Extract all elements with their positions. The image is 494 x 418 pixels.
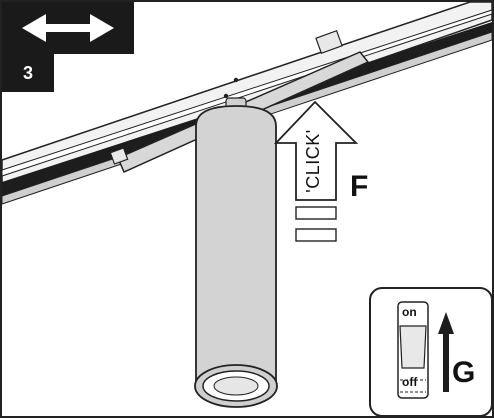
slide-direction-badge <box>2 2 134 54</box>
toggle-switch-icon <box>369 287 493 417</box>
spotlight-cylinder <box>194 97 278 408</box>
label-f: F <box>350 170 369 203</box>
click-label: 'CLICK' <box>303 129 323 193</box>
motion-lines <box>295 206 337 242</box>
switch-off-label: off <box>402 375 418 389</box>
up-arrow-icon <box>273 100 359 201</box>
switch-on-label: on <box>402 305 417 319</box>
step-number: 3 <box>2 54 54 92</box>
double-arrow-icon <box>22 14 114 42</box>
label-g: G <box>452 356 476 389</box>
